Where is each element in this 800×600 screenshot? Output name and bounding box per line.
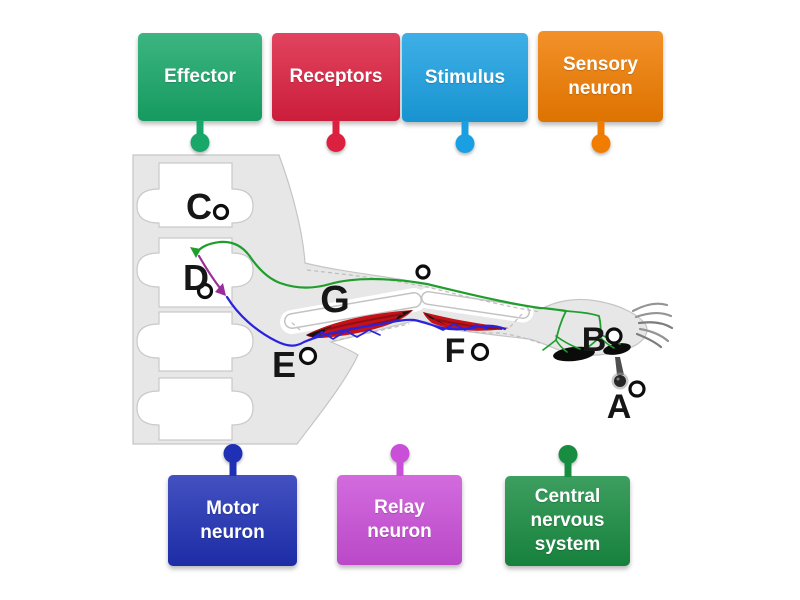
answer-dot-d[interactable] xyxy=(196,282,214,300)
sensory-arrowhead xyxy=(190,247,201,258)
label-card-receptors[interactable]: Receptors xyxy=(272,33,400,153)
vertebra xyxy=(136,311,254,372)
card-label: Effector xyxy=(164,66,236,88)
card-label: Receptors xyxy=(289,66,383,88)
answer-dot-a[interactable] xyxy=(628,380,646,398)
label-card-relay-neuron[interactable]: Relay neuron xyxy=(337,443,462,565)
card-pin xyxy=(558,444,577,477)
motor-neuron-path xyxy=(225,295,507,347)
relay-arrowhead xyxy=(215,283,226,296)
card-label: Sensory neuron xyxy=(563,53,638,99)
vertebra xyxy=(136,377,254,441)
answer-dot-f[interactable] xyxy=(470,342,490,362)
answer-letter-a: A xyxy=(607,388,632,426)
humerus-bone xyxy=(284,292,422,329)
card-pin xyxy=(591,121,610,154)
answer-letter-e: E xyxy=(272,344,296,385)
answer-letter-c: C xyxy=(186,186,212,227)
answer-letter-f: F xyxy=(445,332,466,370)
label-card-motor-neuron[interactable]: Motor neuron xyxy=(168,443,297,566)
card-label: Central nervous system xyxy=(530,486,605,555)
card-pin xyxy=(326,120,346,153)
answer-letter-g: G xyxy=(320,279,350,321)
answer-dot-g[interactable] xyxy=(415,264,431,280)
forearm-bone xyxy=(421,291,530,319)
card-pin xyxy=(223,443,242,476)
label-card-sensory-neuron[interactable]: Sensory neuron xyxy=(538,31,663,154)
label-card-stimulus[interactable]: Stimulus xyxy=(402,33,528,154)
answer-dot-b[interactable] xyxy=(605,327,623,345)
card-label: Stimulus xyxy=(424,66,506,88)
answer-letter-b: B xyxy=(582,321,607,359)
label-card-effector[interactable]: Effector xyxy=(138,33,262,153)
answer-dot-c[interactable] xyxy=(212,203,230,221)
answer-dot-e[interactable] xyxy=(298,346,318,366)
stimulus-pin xyxy=(611,357,629,390)
label-card-central-nervous-system[interactable]: Central nervous system xyxy=(505,444,630,566)
skin-hairs xyxy=(631,302,674,349)
card-pin xyxy=(390,443,409,476)
card-pin xyxy=(455,121,475,154)
relay-neuron-path xyxy=(197,254,222,290)
answer-letter-d: D xyxy=(183,257,209,298)
card-label: Motor neuron xyxy=(200,497,265,543)
card-label: Relay neuron xyxy=(367,497,432,542)
dashed-accents xyxy=(289,269,542,344)
card-pin xyxy=(190,120,210,153)
